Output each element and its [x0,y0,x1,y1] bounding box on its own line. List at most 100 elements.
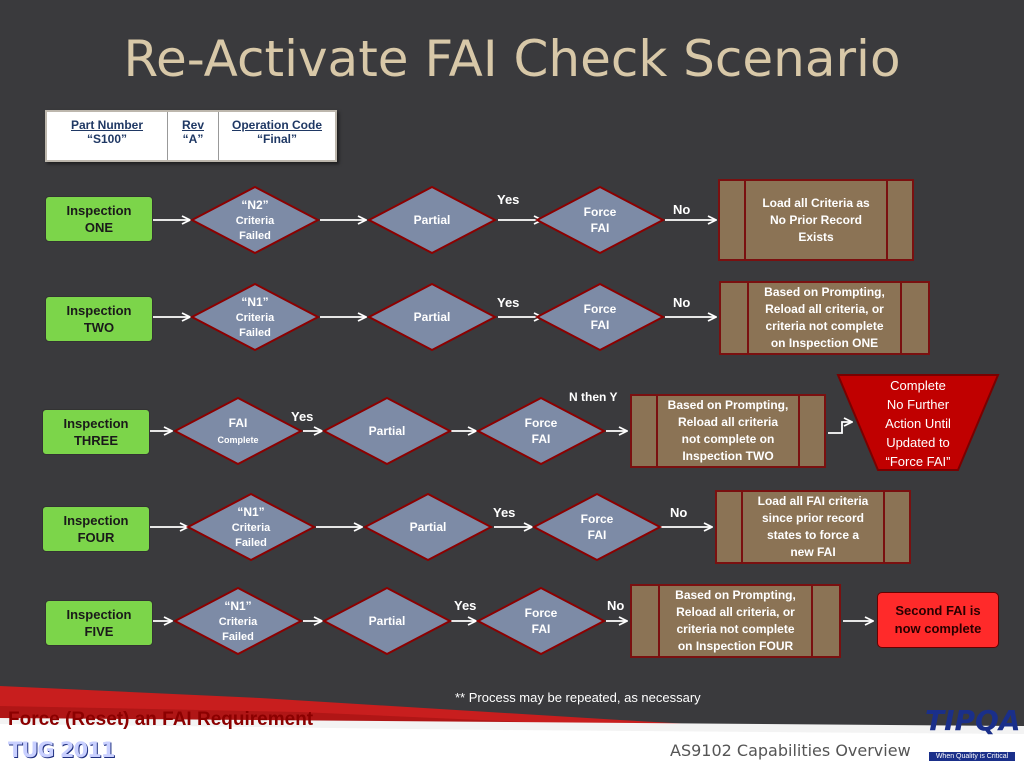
result-row3-line2: Reload all criteria [677,415,779,429]
result-row5-line1: Based on Prompting, [675,588,796,602]
result-row1-line3: Exists [798,229,834,244]
result-row5-line4: on Inspection FOUR [677,639,794,653]
result-box-row3: Based on Prompting, Reload all criteria … [630,394,826,468]
inspection-five-box: Inspection FIVE [45,600,153,646]
inspection-three-box: Inspection THREE [42,409,150,455]
result-row3-line4: Inspection TWO [682,449,774,463]
rev-header: Rev [181,118,204,132]
part-number-cell: Part Number “S100” [47,112,168,160]
result-row2-line3: criteria not complete [765,319,884,333]
inspection-four-label: Inspection [63,513,129,528]
arrow-to-complete-box [828,422,852,434]
footer-band [0,686,1024,768]
result-box-row4: Load all FAI criteria since prior record… [715,490,911,564]
criteria-diamond-row4 [185,492,317,562]
part-number-header: Part Number [70,118,144,132]
complete-box-shape [836,374,1000,471]
result-row4-line3: states to force a [766,528,860,542]
no-label-row5: No [607,598,625,613]
partial-diamond-row4 [362,492,494,562]
inspection-four-number: FOUR [77,530,115,545]
yes-label-row2: Yes [497,295,520,310]
result-row3-line1: Based on Prompting, [667,398,789,412]
footer-title: Force (Reset) an FAI Requirement [8,709,314,730]
rev-value: “A” [182,132,204,146]
result-box-row1: Load all Criteria as No Prior Record Exi… [718,179,914,261]
result-row5-line3: criteria not complete [676,622,795,636]
result-box-row2: Based on Prompting, Reload all criteria,… [719,281,930,355]
no-label-row1: No [673,202,691,217]
no-label-row2: No [673,295,691,310]
operation-code-cell: Operation Code “Final” [219,112,336,160]
yes-label-row3: Yes [291,409,314,424]
part-info-table: Part Number “S100” Rev “A” Operation Cod… [45,110,337,162]
partial-diamond-row5-text: Partial [369,614,406,628]
partial-diamond-row5 [321,586,453,656]
operation-code-header: Operation Code [231,118,322,132]
partial-diamond-row2 [366,282,498,352]
inspection-two-box: Inspection TWO [45,296,153,342]
result-row2-line2: Reload all criteria, or [765,302,884,316]
partial-diamond-row2-text: Partial [414,310,451,324]
inspection-one-label: Inspection [66,203,132,218]
partial-diamond-row3-text: Partial [369,424,406,438]
result-row4-line2: since prior record [761,511,865,525]
inspection-one-number: ONE [84,220,114,235]
second-fai-complete-box: Second FAI is now complete [877,592,999,648]
operation-code-value: “Final” [256,132,297,146]
tug-logo-text: TUG 2011 [8,738,115,762]
inspection-four-box: Inspection FOUR [42,506,150,552]
force-fai-diamond-row5 [475,586,607,656]
inspection-one-box: Inspection ONE [45,196,153,242]
yes-label-row1: Yes [497,192,520,207]
partial-diamond-row3 [321,396,453,466]
result-row5-line2: Reload all criteria, or [676,605,795,619]
criteria-diamond-row2 [189,282,321,352]
force-fai-diamond-row3 [475,396,607,466]
result-row4-line4: new FAI [790,545,836,559]
footer-subtitle: AS9102 Capabilities Overview [670,741,911,760]
final-line1: Second FAI is [895,603,981,618]
criteria-diamond-row1 [189,185,321,255]
tipqa-logo: TIPQA When Quality is Critical [925,700,1021,766]
inspection-three-label: Inspection [63,416,129,431]
no-label-row4: No [670,505,688,520]
connector-arrows [150,220,873,621]
inspection-two-label: Inspection [66,303,132,318]
process-note: ** Process may be repeated, as necessary [455,690,701,705]
criteria-diamond-row5 [172,586,304,656]
rev-cell: Rev “A” [167,112,219,160]
force-fai-diamond-row4 [531,492,663,562]
tipqa-tagline: When Quality is Critical [929,752,1015,761]
force-fai-diamond-row2 [534,282,666,352]
n-then-y-label: N then Y [569,390,618,404]
inspection-five-label: Inspection [66,607,132,622]
yes-label-row5: Yes [454,598,477,613]
partial-diamond-row1 [366,185,498,255]
part-number-value: “S100” [86,132,128,146]
inspection-five-number: FIVE [84,624,114,639]
criteria-diamond-row3 [172,396,304,466]
result-row4-line1: Load all FAI criteria [757,494,869,508]
force-fai-diamond-row1 [534,185,666,255]
yes-label-row4: Yes [493,505,516,520]
partial-diamond-row4-text: Partial [410,520,447,534]
result-row1-line1: Load all Criteria as [762,195,870,210]
partial-diamond-row1-text: Partial [414,213,451,227]
inspection-three-number: THREE [73,433,119,448]
result-row3-line3: not complete on [681,432,775,446]
inspection-two-number: TWO [83,320,115,335]
final-line2: now complete [894,621,982,636]
slide-title: Re-Activate FAI Check Scenario [123,30,901,88]
